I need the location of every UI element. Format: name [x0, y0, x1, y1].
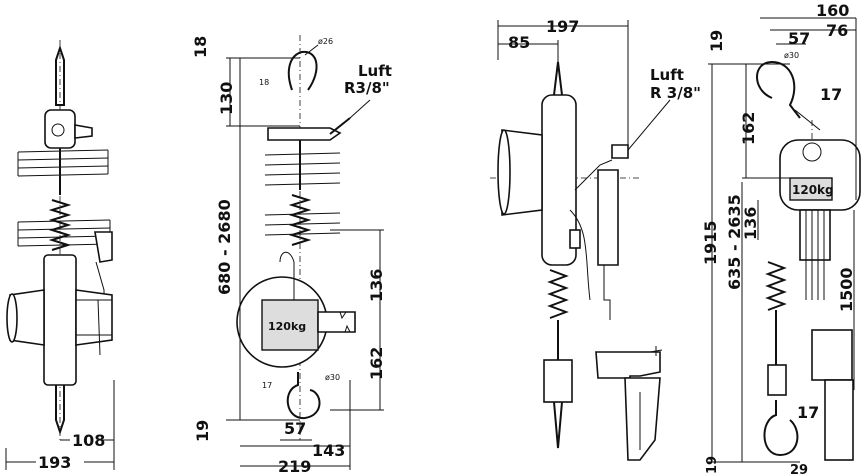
view-4-hoist-front-right: 120kg 160 76 57 19 162 17 136 1915 635 [701, 1, 861, 474]
air-label-r38-view2: R3/8" [344, 79, 390, 97]
dim-19: 19 [193, 420, 212, 442]
dim-136: 136 [367, 269, 386, 302]
capacity-label-view2: 120kg [268, 320, 306, 333]
dim-108: 108 [72, 431, 105, 450]
small-dim-18: 18 [259, 78, 269, 87]
dim-57: 57 [284, 419, 306, 438]
dim-17-upper: 17 [820, 85, 842, 104]
dim-130: 130 [217, 82, 236, 115]
dim-680-2680: 680 - 2680 [215, 199, 234, 295]
dim-1500: 1500 [837, 267, 856, 312]
small-dim-phi26: ø26 [318, 37, 333, 46]
dim-29-bottom: 29 [790, 463, 808, 474]
dim-18: 18 [191, 36, 210, 58]
dim-76: 76 [826, 21, 848, 40]
dim-136-view4: 136 [741, 207, 760, 240]
dim-162-view4: 162 [739, 112, 758, 145]
dim-57-view4: 57 [788, 29, 810, 48]
dim-19-bottom: 19 [705, 456, 720, 474]
dim-162: 162 [367, 347, 386, 380]
dim-17-lower: 17 [797, 403, 819, 422]
dim-219: 219 [278, 457, 311, 474]
dim-143: 143 [312, 441, 345, 460]
view-1-hoist-side: 193 108 [5, 40, 115, 472]
dim-635-2635: 635 - 2635 [725, 194, 744, 290]
small-dim-17: 17 [262, 381, 272, 390]
small-dim-phi30-view4: ø30 [784, 51, 799, 60]
view-3-hoist-with-pendant: 197 85 Luft R 3/8" [490, 17, 701, 461]
air-label-luft-view3: Luft [650, 66, 684, 84]
dim-85: 85 [508, 33, 530, 52]
air-label-luft-view2: Luft [358, 62, 392, 80]
dim-197: 197 [546, 17, 579, 36]
dim-193: 193 [38, 453, 71, 472]
view-2-hoist-front: 120kg 18 130 680 - 2680 136 162 19 57 14… [191, 35, 392, 474]
dim-19-view4: 19 [707, 30, 726, 52]
capacity-label-view4: 120kg [792, 183, 834, 197]
dim-160: 160 [816, 1, 849, 20]
dim-1915: 1915 [701, 220, 720, 265]
air-label-r38-view3: R 3/8" [650, 84, 701, 102]
small-dim-phi30: ø30 [325, 373, 340, 382]
